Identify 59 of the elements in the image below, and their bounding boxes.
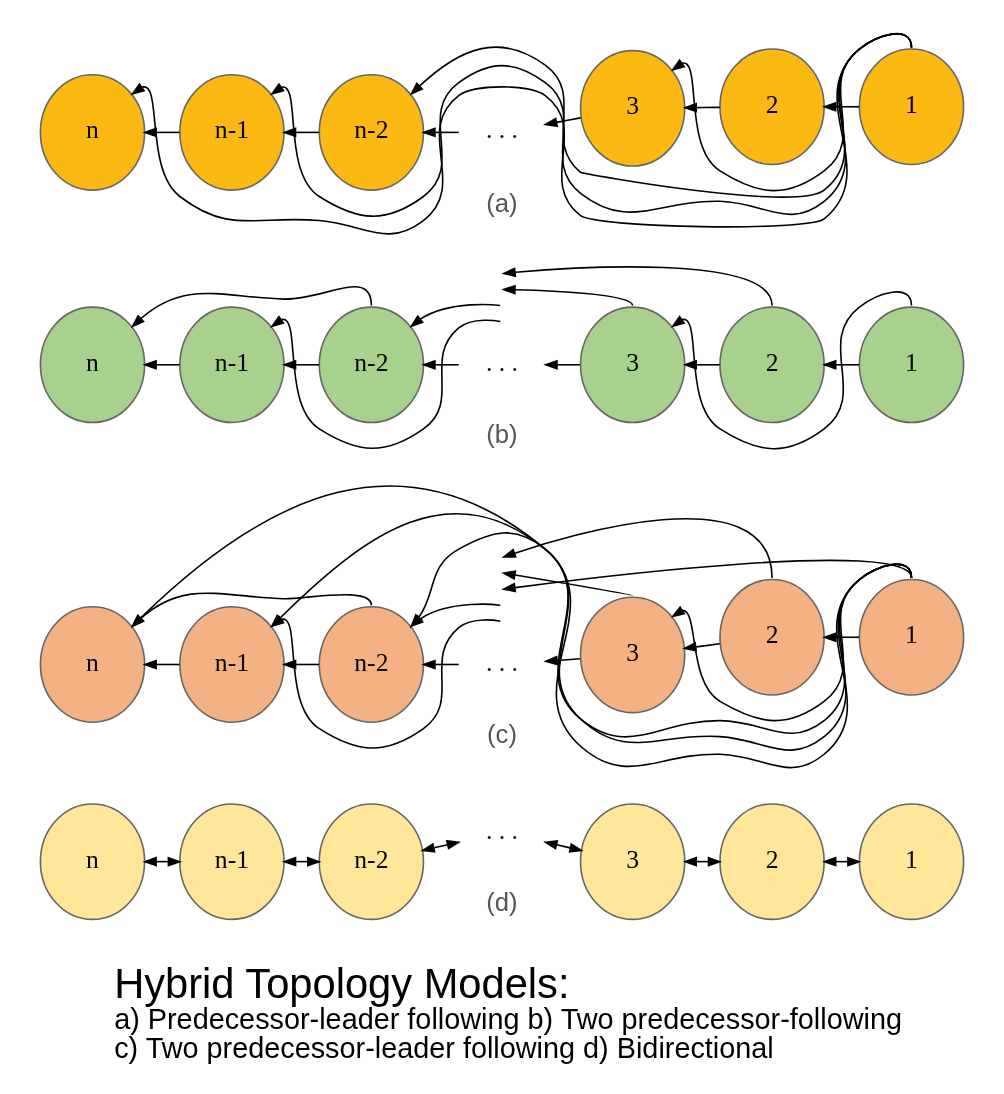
arrow bbox=[409, 303, 502, 328]
arrow bbox=[409, 602, 502, 628]
node-circle: 2 bbox=[719, 802, 825, 920]
node-text: . . . bbox=[485, 815, 519, 845]
arrow bbox=[822, 631, 860, 642]
arrow bbox=[543, 654, 581, 665]
arrow bbox=[822, 101, 860, 112]
node-circle: 1 bbox=[858, 305, 965, 423]
arrow bbox=[421, 126, 460, 137]
node-circle: 3 bbox=[579, 802, 686, 920]
arrow bbox=[270, 512, 913, 751]
arrow bbox=[142, 359, 181, 370]
node-circle: n-1 bbox=[179, 802, 285, 920]
arrow bbox=[409, 531, 913, 738]
arrow bbox=[501, 517, 773, 579]
arrow bbox=[421, 658, 460, 670]
arrow bbox=[130, 32, 913, 235]
arrow bbox=[543, 839, 584, 853]
label: (c) bbox=[487, 719, 517, 748]
node-circle: 1 bbox=[858, 47, 965, 165]
label: (d) bbox=[486, 887, 518, 916]
label: (a) bbox=[486, 188, 518, 217]
node-text: . . . bbox=[485, 347, 519, 377]
arrow bbox=[670, 290, 913, 449]
arrow bbox=[822, 359, 860, 370]
arrow bbox=[130, 285, 373, 328]
arrow bbox=[130, 591, 373, 628]
arrow bbox=[501, 284, 634, 306]
node-circle: 2 bbox=[719, 47, 825, 165]
arrow bbox=[543, 116, 582, 127]
arrow bbox=[822, 856, 862, 867]
arrow bbox=[682, 856, 723, 867]
node-circle: 1 bbox=[858, 802, 965, 920]
arrow bbox=[543, 359, 581, 370]
arrow bbox=[670, 32, 913, 191]
arrow bbox=[501, 569, 634, 596]
arrow bbox=[270, 32, 913, 217]
node-text: . . . bbox=[485, 647, 519, 677]
node-circle: 1 bbox=[858, 578, 965, 696]
arrow bbox=[501, 559, 913, 593]
arrow bbox=[501, 265, 773, 306]
node-circle: n bbox=[39, 802, 146, 920]
arrow bbox=[142, 658, 181, 670]
arrow bbox=[682, 359, 721, 370]
arrow bbox=[670, 563, 913, 721]
arrow bbox=[420, 839, 462, 853]
arrow bbox=[421, 359, 460, 370]
node-circle: 2 bbox=[719, 578, 825, 696]
node-circle: 2 bbox=[719, 305, 825, 423]
arrow bbox=[142, 856, 183, 867]
arrow bbox=[682, 641, 721, 652]
arrow bbox=[409, 32, 913, 198]
node-text: . . . bbox=[485, 114, 519, 144]
node-circle: n-2 bbox=[318, 802, 425, 920]
arrow bbox=[281, 856, 322, 867]
arrow bbox=[130, 485, 913, 768]
arrow bbox=[270, 613, 502, 749]
label: (b) bbox=[486, 419, 518, 448]
arrow bbox=[270, 314, 502, 449]
